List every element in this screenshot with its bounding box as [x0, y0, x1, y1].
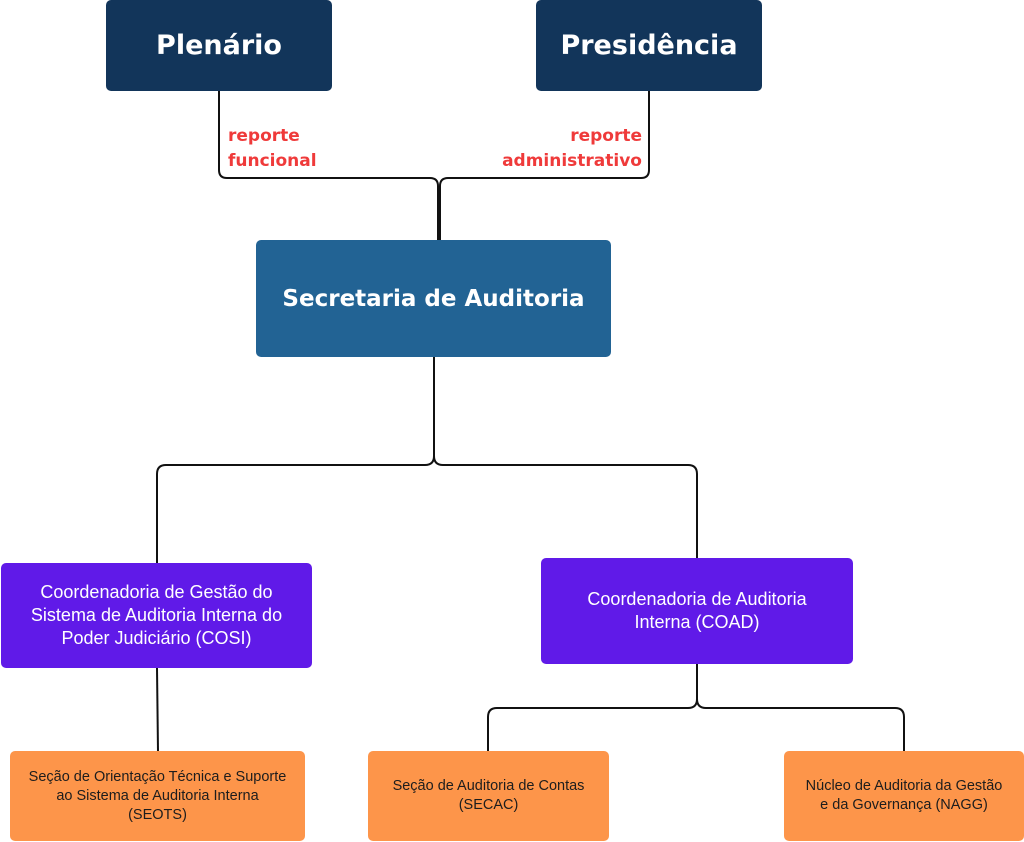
node-presidencia-label: Presidência: [560, 30, 738, 61]
edge-label-funcional-line1: reporte: [228, 126, 300, 146]
edge-label-reporte-administrativo: reporte administrativo: [480, 124, 642, 174]
connector-coad-nagg: [696, 664, 905, 751]
edge-label-funcional-line2: funcional: [228, 151, 317, 171]
node-seots-label: Seção de Orientação Técnica e Suporte ao…: [28, 768, 287, 823]
node-secac: Seção de Auditoria de Contas (SECAC): [368, 751, 609, 841]
node-presidencia: Presidência: [536, 0, 762, 91]
node-secretaria-label: Secretaria de Auditoria: [282, 285, 585, 312]
connector-coad-secac: [487, 664, 698, 751]
node-coad: Coordenadoria de Auditoria Interna (COAD…: [541, 558, 853, 664]
node-nagg-label: Núcleo de Auditoria da Gestão e da Gover…: [805, 778, 1003, 813]
node-nagg: Núcleo de Auditoria da Gestão e da Gover…: [784, 751, 1024, 841]
node-plenario-label: Plenário: [156, 30, 282, 61]
node-cosi-label: Coordenadoria de Gestão do Sistema de Au…: [30, 582, 283, 648]
connector-secretaria-cosi: [156, 357, 435, 563]
node-cosi: Coordenadoria de Gestão do Sistema de Au…: [1, 563, 312, 668]
node-coad-label: Coordenadoria de Auditoria Interna (COAD…: [587, 589, 807, 632]
connector-presidencia-secretaria: [439, 90, 650, 240]
connector-cosi-seots: [156, 667, 159, 753]
connector-plenario-secretaria: [218, 90, 439, 240]
node-seots: Seção de Orientação Técnica e Suporte ao…: [10, 751, 305, 841]
node-plenario: Plenário: [106, 0, 332, 91]
edge-label-reporte-funcional: reporte funcional: [228, 124, 317, 174]
connector-secretaria-coad: [433, 357, 698, 558]
node-secac-label: Seção de Auditoria de Contas (SECAC): [392, 778, 585, 813]
node-secretaria-de-auditoria: Secretaria de Auditoria: [256, 240, 611, 357]
edge-label-administrativo-line2: administrativo: [502, 151, 642, 171]
edge-label-administrativo-line1: reporte: [570, 126, 642, 146]
